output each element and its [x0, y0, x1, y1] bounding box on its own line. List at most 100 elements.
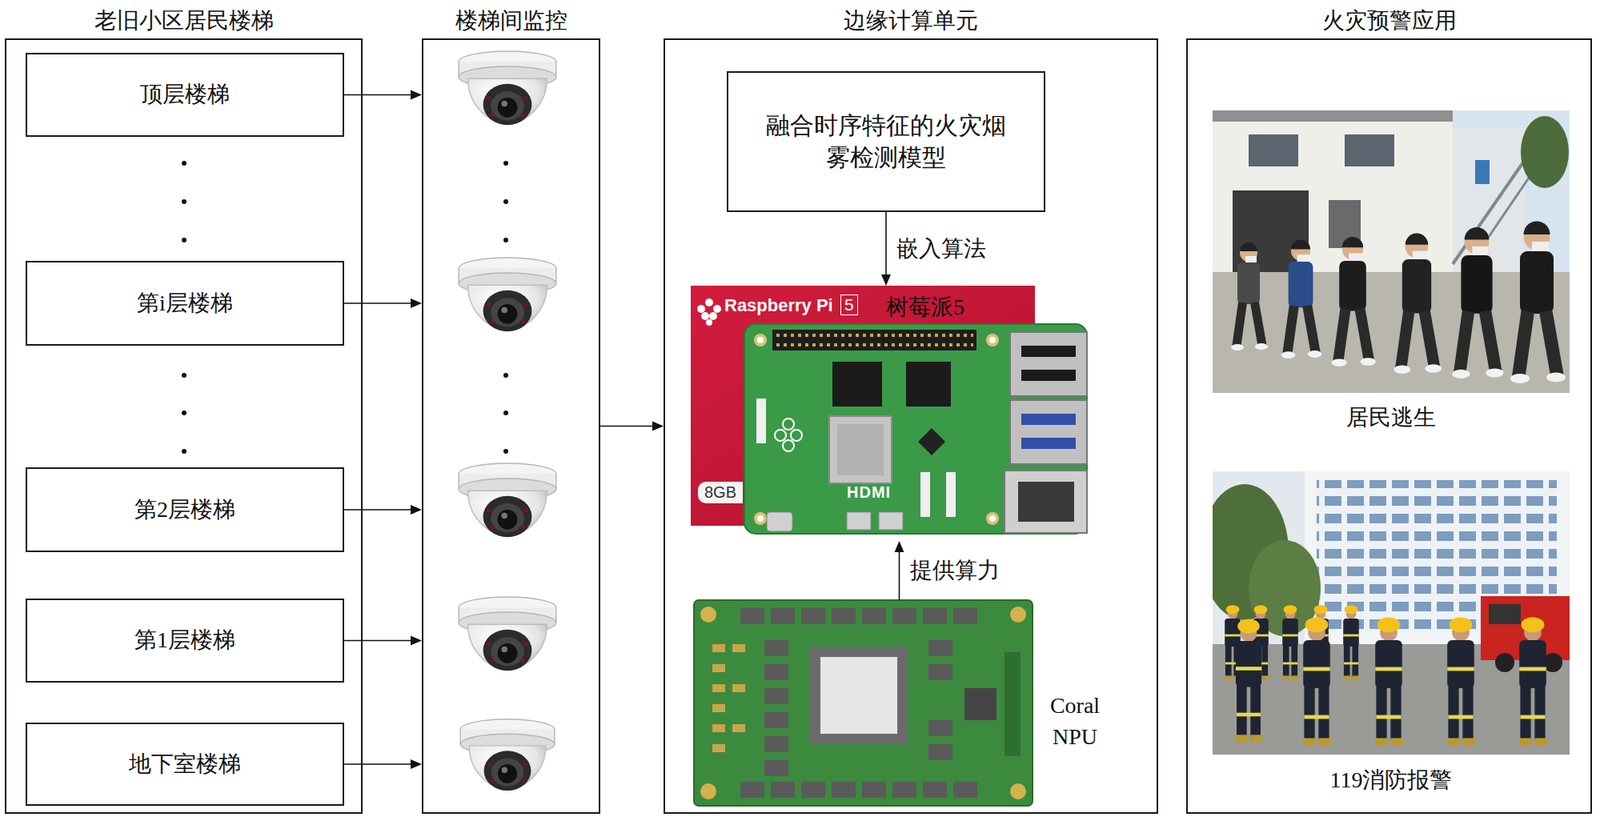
photo-residents-escape-part — [1281, 240, 1323, 360]
dome-cameras — [458, 51, 557, 791]
connector-line — [344, 302, 413, 305]
coral-npu-board-part — [740, 608, 978, 798]
ellipsis-dots-part — [503, 410, 509, 416]
raspberry-pi-board-part-part — [986, 512, 999, 526]
node-text: 楼梯间监控 — [423, 6, 599, 36]
raspberry-pi-board-part-part — [709, 312, 718, 321]
ellipsis-dots-part — [503, 372, 509, 378]
coral-npu-board-part-part — [922, 781, 947, 798]
coral-npu-board-part-part — [740, 608, 765, 625]
stair-box: 顶层楼梯 — [25, 52, 345, 137]
coral-npu-board-part-part — [764, 664, 789, 681]
arrow-head — [410, 298, 422, 309]
coral-npu-board-part-part — [831, 608, 856, 625]
coral-npu-board-part-part — [712, 724, 726, 733]
connector-line — [344, 763, 413, 766]
coral-npu-board-part — [1004, 652, 1021, 757]
node-text: 第i层楼梯 — [136, 288, 233, 318]
photo-residents-escape-part — [1212, 110, 1570, 393]
coral-npu-board-part-part — [712, 644, 726, 653]
ellipsis-dots-part — [503, 237, 509, 243]
coral-npu-board-part-part — [732, 724, 746, 733]
photo-firefighters-part — [1519, 617, 1548, 746]
connector-line — [885, 212, 887, 277]
raspberry-pi-board-part — [1018, 481, 1075, 522]
coral-npu-board-part-part — [953, 781, 978, 798]
ellipsis-dots-part — [181, 372, 187, 378]
node-text: 第1层楼梯 — [134, 625, 236, 655]
coral-npu-board-part-part — [801, 781, 826, 798]
model-box: 融合时序特征的火灾烟雾检测模型 — [726, 71, 1046, 213]
raspberry-pi-board-part — [757, 336, 996, 522]
raspberry-pi-board-part — [766, 512, 793, 532]
coral-npu-board-part — [964, 688, 997, 721]
coral-npu-board-part-part — [740, 781, 765, 798]
photo-firefighters-part — [1488, 604, 1521, 625]
coral-npu-board-part-part — [922, 608, 947, 625]
model-number: 5 — [840, 294, 859, 316]
node-text: 地下室楼梯 — [128, 749, 241, 779]
ellipsis-dots-part — [503, 199, 509, 205]
raspberry-pi-board-part-part — [705, 319, 713, 326]
raspberry-pi-board — [690, 285, 1087, 534]
arrow-connector — [881, 212, 891, 286]
raspberry-pi-board-part-part — [713, 304, 722, 313]
stair-box: 第1层楼梯 — [25, 598, 345, 683]
raspberry-pi-board-part — [774, 418, 803, 452]
arrow-head — [410, 505, 422, 515]
raspberry-pi-board-part-part — [774, 429, 786, 442]
raspberry-pi-board-part-part — [782, 440, 794, 452]
node-text: 119消防报警 — [1212, 765, 1570, 795]
dome-cameras-part — [458, 463, 557, 538]
ellipsis-dots-part — [181, 160, 187, 166]
node-text: 融合时序特征的火灾烟雾检测模型 — [761, 109, 1011, 175]
ellipsis-dots-part — [503, 160, 509, 166]
photo-residents-escape — [1212, 110, 1570, 393]
photo-firefighters — [1212, 471, 1570, 755]
raspberry-pi-board-part — [837, 424, 884, 476]
coral-npu-board-part-part — [764, 736, 789, 753]
coral-npu-board-part-part — [1010, 783, 1027, 800]
coral-npu-board-part-part — [831, 781, 856, 798]
coral-npu-board-part-part — [862, 781, 887, 798]
connector-line — [344, 509, 413, 511]
raspberry-pi-board-part-part — [705, 298, 714, 307]
coral-npu-board-part-part — [712, 704, 726, 713]
raspberry-pi-board-part-part — [753, 333, 767, 347]
coral-npu-board-part-part — [732, 644, 746, 653]
coral-npu-board — [693, 600, 1033, 807]
raspberry-pi-board-part — [1021, 369, 1076, 381]
coral-npu-board-part-part — [953, 608, 978, 625]
connector-line — [344, 640, 413, 642]
node-text: 顶层楼梯 — [140, 80, 230, 109]
stair-box: 第2层楼梯 — [25, 467, 345, 553]
raspberry-pi-board-part — [753, 333, 999, 526]
stair-box: 第i层楼梯 — [25, 260, 345, 346]
raspberry-pi-board-part — [878, 512, 903, 530]
coral-npu-board-part-part — [712, 684, 726, 693]
raspberry-pi-board-part-part — [989, 336, 996, 344]
node-text: 火灾预警应用 — [1187, 6, 1591, 36]
photo-residents-escape-part — [1212, 110, 1453, 122]
photo-firefighters-part — [1235, 618, 1263, 742]
ellipsis-dots-part — [503, 449, 509, 454]
column-panel: 楼梯间监控 — [421, 38, 601, 815]
coral-npu-board-part — [810, 646, 908, 745]
photo-firefighters-part — [1447, 617, 1476, 746]
node-text: 边缘计算单元 — [665, 6, 1157, 36]
column-panel: 边缘计算单元融合时序特征的火灾烟雾检测模型树莓派5Coral NPU — [663, 38, 1159, 815]
raspberry-pi-board-part — [920, 472, 931, 518]
photo-residents-escape-part — [1520, 116, 1569, 189]
raspberry-pi-board-part — [832, 361, 883, 407]
raspberry-pi-board-part — [1021, 437, 1076, 450]
raspberry-pi-board-part — [744, 324, 1087, 534]
coral-npu-board-part-part — [764, 760, 789, 777]
coral-npu-board-part-part — [928, 720, 953, 737]
photo-residents-escape-part — [1231, 242, 1268, 351]
photo-residents-escape-part — [1393, 233, 1442, 375]
coral-npu-board-part-part — [770, 608, 795, 625]
raspberry-pi-board-part — [1010, 332, 1087, 397]
raspberry-pi-board-part-part — [757, 515, 764, 522]
coral-npu-board-part-part — [892, 608, 917, 625]
coral-npu-board-part — [693, 600, 1033, 807]
